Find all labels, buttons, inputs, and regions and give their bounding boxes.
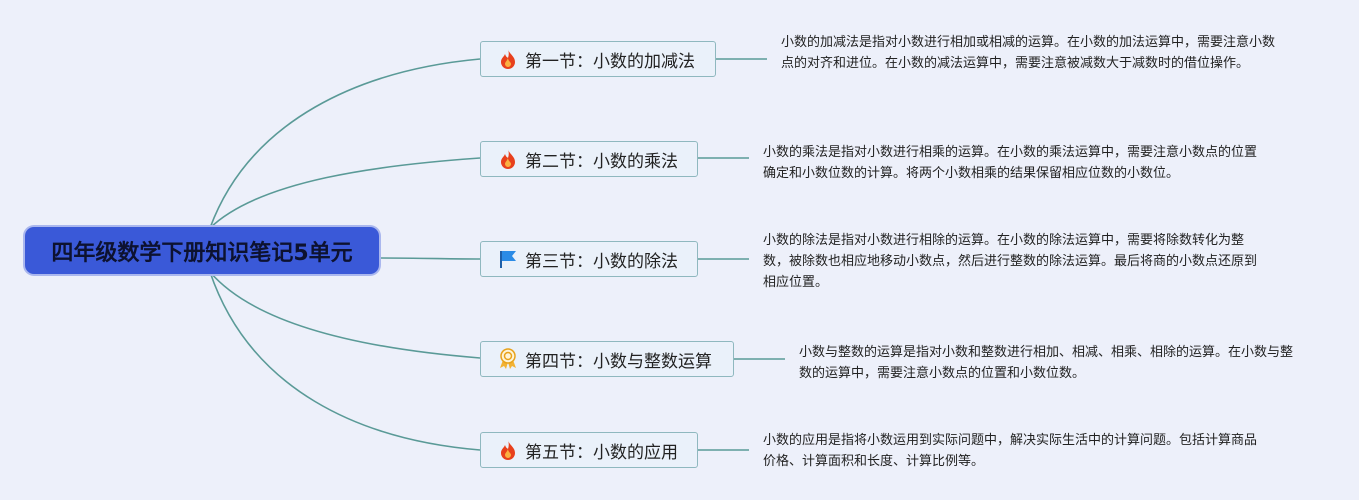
- fire-icon: [497, 148, 519, 170]
- section-3-label: 第三节：小数的除法: [525, 251, 678, 272]
- fire-icon: [497, 439, 519, 461]
- section-5-description: 小数的应用是指将小数运用到实际问题中，解决实际生活中的计算问题。包括计算商品价格…: [763, 433, 1258, 469]
- section-4-description: 小数与整数的运算是指对小数和整数进行相加、相减、相乘、相除的运算。在小数与整数的…: [799, 345, 1294, 381]
- award-icon: [497, 348, 519, 370]
- flag-icon: [497, 248, 519, 270]
- topic-section-4[interactable]: 第四节：小数与整数运算: [480, 341, 734, 377]
- topic-section-3[interactable]: 第三节：小数的除法: [480, 241, 698, 277]
- branch-line-3: [379, 257, 481, 260]
- section-2-description: 小数的乘法是指对小数进行相乘的运算。在小数的乘法运算中，需要注意小数点的位置确定…: [763, 145, 1258, 181]
- fire-icon: [497, 48, 519, 70]
- topic-section-2[interactable]: 第二节：小数的乘法: [480, 141, 698, 177]
- section-5-label: 第五节：小数的应用: [525, 442, 678, 463]
- branch-line-5: [209, 271, 481, 451]
- topic-section-5[interactable]: 第五节：小数的应用: [480, 432, 698, 468]
- branch-line-4: [209, 271, 481, 359]
- section-1-description: 小数的加减法是指对小数进行相加或相减的运算。在小数的加法运算中，需要注意小数点的…: [781, 35, 1276, 71]
- section-4-label: 第四节：小数与整数运算: [525, 351, 712, 372]
- section-2-label: 第二节：小数的乘法: [525, 151, 678, 172]
- section-3-description: 小数的除法是指对小数进行相除的运算。在小数的除法运算中，需要将除数转化为整数，被…: [763, 233, 1258, 290]
- root-topic[interactable]: 四年级数学下册知识笔记5单元: [25, 227, 379, 274]
- branch-line-1: [209, 58, 481, 229]
- topic-section-1[interactable]: 第一节：小数的加减法: [480, 41, 716, 77]
- root-title: 四年级数学下册知识笔记5单元: [51, 240, 353, 266]
- branch-line-2: [209, 157, 481, 229]
- section-1-label: 第一节：小数的加减法: [525, 51, 695, 72]
